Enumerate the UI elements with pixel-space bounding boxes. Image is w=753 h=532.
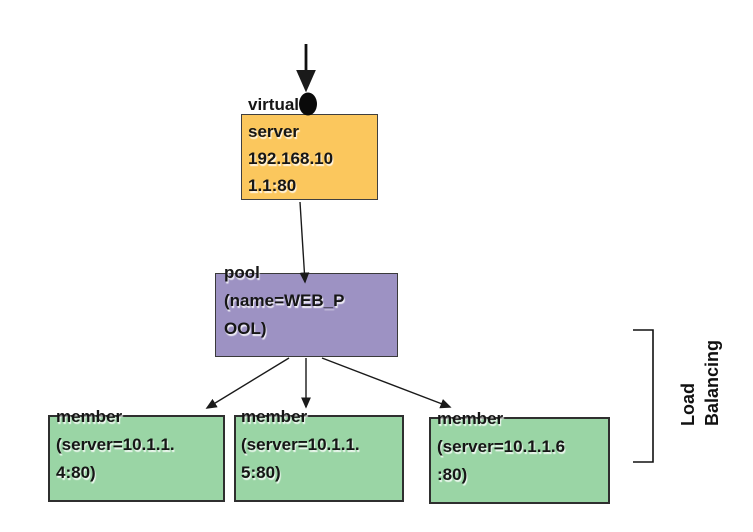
pool-label: pool (name=WEB_P OOL) xyxy=(224,259,344,343)
member-node-1 xyxy=(48,415,225,502)
load-balancing-annotation: Load Balancing xyxy=(676,316,724,426)
load-balancing-bracket xyxy=(633,329,654,463)
label-line: OOL) xyxy=(224,319,267,338)
label-line: Balancing xyxy=(702,339,722,426)
label-line: 4:80) xyxy=(56,463,96,482)
member-label-3: member (server=10.1.1.6 :80) xyxy=(437,405,565,489)
member-node-3 xyxy=(429,417,610,504)
label-line: virtual xyxy=(248,95,300,114)
arrow-pool-to-member1 xyxy=(205,357,290,409)
label-line: member xyxy=(241,407,308,426)
label-line: (server=10.1.1.6 xyxy=(437,437,566,456)
member-label-2: member (server=10.1.1. 5:80) xyxy=(241,403,360,487)
label-line: (server=10.1.1. xyxy=(241,435,360,454)
label-line: 5:80) xyxy=(241,463,281,482)
label-line: member xyxy=(437,409,504,428)
virtual-server-node xyxy=(241,114,378,200)
label-line: Load xyxy=(678,383,698,426)
label-line: 192.168.10 xyxy=(248,149,334,168)
label-line: 1.1:80 xyxy=(248,176,297,195)
label-line: server xyxy=(248,122,300,141)
label-line: (server=10.1.1. xyxy=(56,435,175,454)
member-label-1: member (server=10.1.1. 4:80) xyxy=(56,403,175,487)
arrow-pool-to-member3 xyxy=(321,357,452,409)
label-line: pool xyxy=(224,263,260,282)
pool-node xyxy=(215,273,398,357)
label-line: :80) xyxy=(437,465,468,484)
member-node-2 xyxy=(234,415,404,502)
virtual-server-label: virtual server 192.168.10 1.1:80 xyxy=(248,91,333,199)
label-line: member xyxy=(56,407,123,426)
label-line: (name=WEB_P xyxy=(224,291,345,310)
